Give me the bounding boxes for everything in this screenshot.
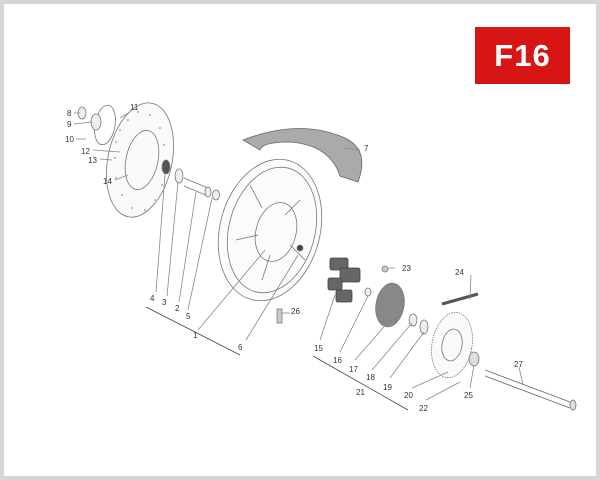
callout-14: 14 bbox=[103, 177, 112, 186]
callout-8: 8 bbox=[67, 109, 72, 118]
callout-13: 13 bbox=[88, 156, 97, 165]
rear-sprocket-icon bbox=[431, 311, 473, 379]
callout-7: 7 bbox=[364, 144, 369, 153]
callout-24: 24 bbox=[455, 268, 464, 277]
callout-11: 11 bbox=[130, 103, 139, 112]
tire-icon bbox=[242, 128, 363, 183]
callout-2: 2 bbox=[175, 304, 180, 313]
callout-17: 17 bbox=[349, 365, 358, 374]
callout-10: 10 bbox=[65, 135, 74, 144]
callout-16: 16 bbox=[333, 356, 342, 365]
callout-1: 1 bbox=[193, 331, 198, 340]
callout-22: 22 bbox=[419, 404, 428, 413]
wheel-rim-icon bbox=[217, 158, 323, 302]
callout-21: 21 bbox=[356, 388, 365, 397]
callout-12: 12 bbox=[81, 147, 90, 156]
callout-27: 27 bbox=[514, 360, 523, 369]
callout-26: 26 bbox=[291, 307, 300, 316]
callout-5: 5 bbox=[186, 312, 191, 321]
callout-6: 6 bbox=[238, 343, 243, 352]
page-code-badge: F16 bbox=[475, 27, 570, 84]
callout-9: 9 bbox=[67, 120, 72, 129]
callout-20: 20 bbox=[404, 391, 413, 400]
callout-3: 3 bbox=[162, 298, 167, 307]
callout-23: 23 bbox=[402, 264, 411, 273]
callout-4: 4 bbox=[150, 294, 155, 303]
callout-25: 25 bbox=[464, 391, 473, 400]
callout-18: 18 bbox=[366, 373, 375, 382]
brake-disc-icon bbox=[106, 102, 174, 218]
callout-15: 15 bbox=[314, 344, 323, 353]
callout-19: 19 bbox=[383, 383, 392, 392]
